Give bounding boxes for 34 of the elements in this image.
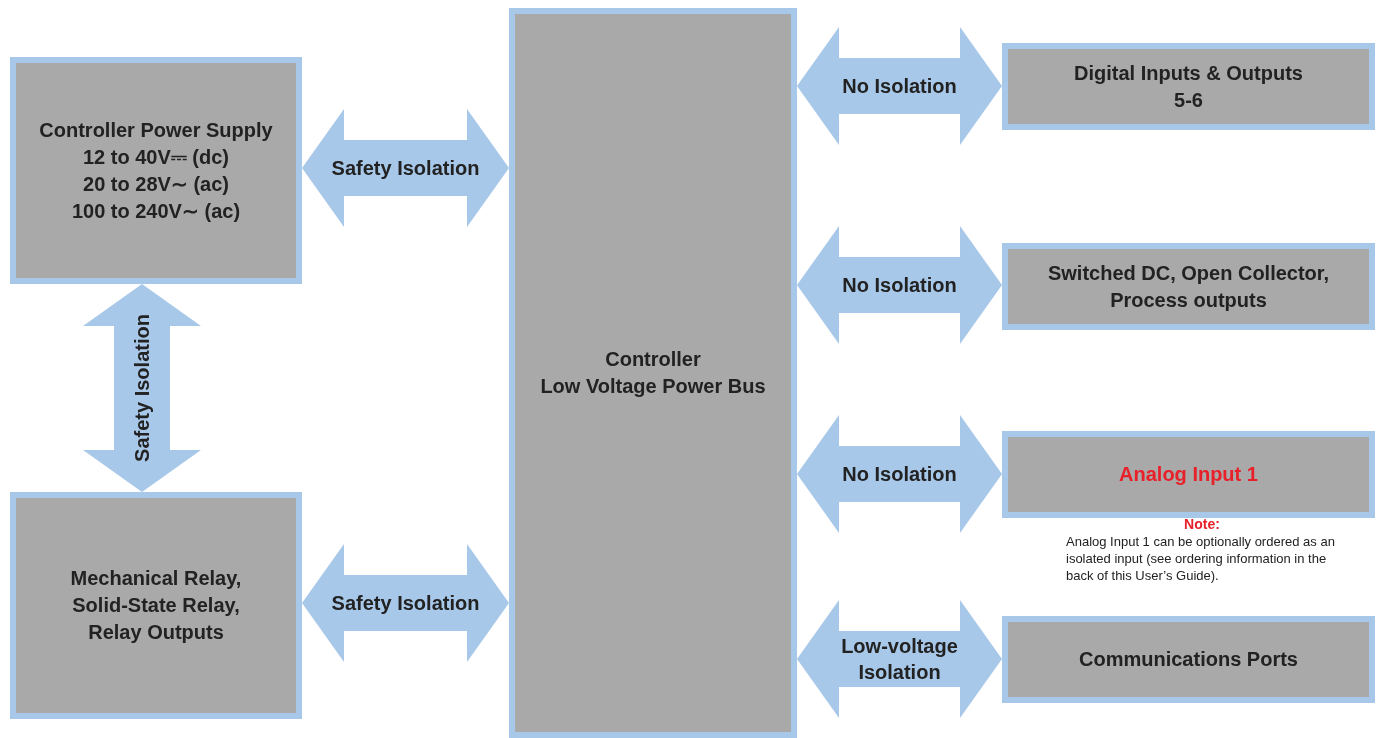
edge-label: Low-voltage Isolation	[840, 634, 959, 685]
edge-label: Safety Isolation	[331, 591, 480, 616]
block-label: Controller Power Supply	[39, 117, 273, 143]
double-block-arrow	[83, 284, 201, 492]
block-box	[509, 8, 797, 738]
edge-label: No Isolation	[842, 74, 957, 99]
block-box	[10, 492, 302, 719]
double-block-arrow	[302, 109, 509, 227]
double-block-arrow	[797, 226, 1002, 344]
block-label: Communications Ports	[1079, 647, 1298, 672]
double-block-arrow	[797, 600, 1002, 718]
block-label: Analog Input 1	[1119, 462, 1258, 487]
edge-label: No Isolation	[842, 273, 957, 298]
block-label: Low Voltage Power Bus	[540, 374, 766, 399]
note-heading: Note:	[1183, 516, 1221, 533]
block-label: 100 to 240V∼ (ac)	[71, 198, 241, 224]
edge-label: Safety Isolation	[331, 156, 480, 181]
block-label: 20 to 28V∼ (ac)	[83, 171, 229, 197]
block-label: Controller	[605, 347, 701, 372]
edge-label: Safety Isolation	[130, 314, 154, 462]
block-label: 12 to 40V⎓ (dc)	[82, 144, 229, 170]
block-label: Mechanical Relay, Solid-State Relay, Relay Outputs	[69, 566, 243, 645]
double-block-arrow	[302, 544, 509, 662]
double-block-arrow	[797, 27, 1002, 145]
note-text: Analog Input 1 can be optionally ordered as an isolated input (see ordering information in the back of this User’s Guide).	[1065, 533, 1336, 584]
double-block-arrow	[797, 415, 1002, 533]
block-label: 5-6	[1174, 87, 1203, 113]
block-box	[1002, 616, 1375, 703]
block-box	[1002, 43, 1375, 130]
block-box	[1002, 243, 1375, 330]
edge-label: No Isolation	[842, 462, 957, 487]
block-box	[10, 57, 302, 284]
block-label: Digital Inputs & Outputs	[1074, 60, 1303, 86]
block-label: Switched DC, Open Collector, Process outputs	[1046, 260, 1331, 313]
